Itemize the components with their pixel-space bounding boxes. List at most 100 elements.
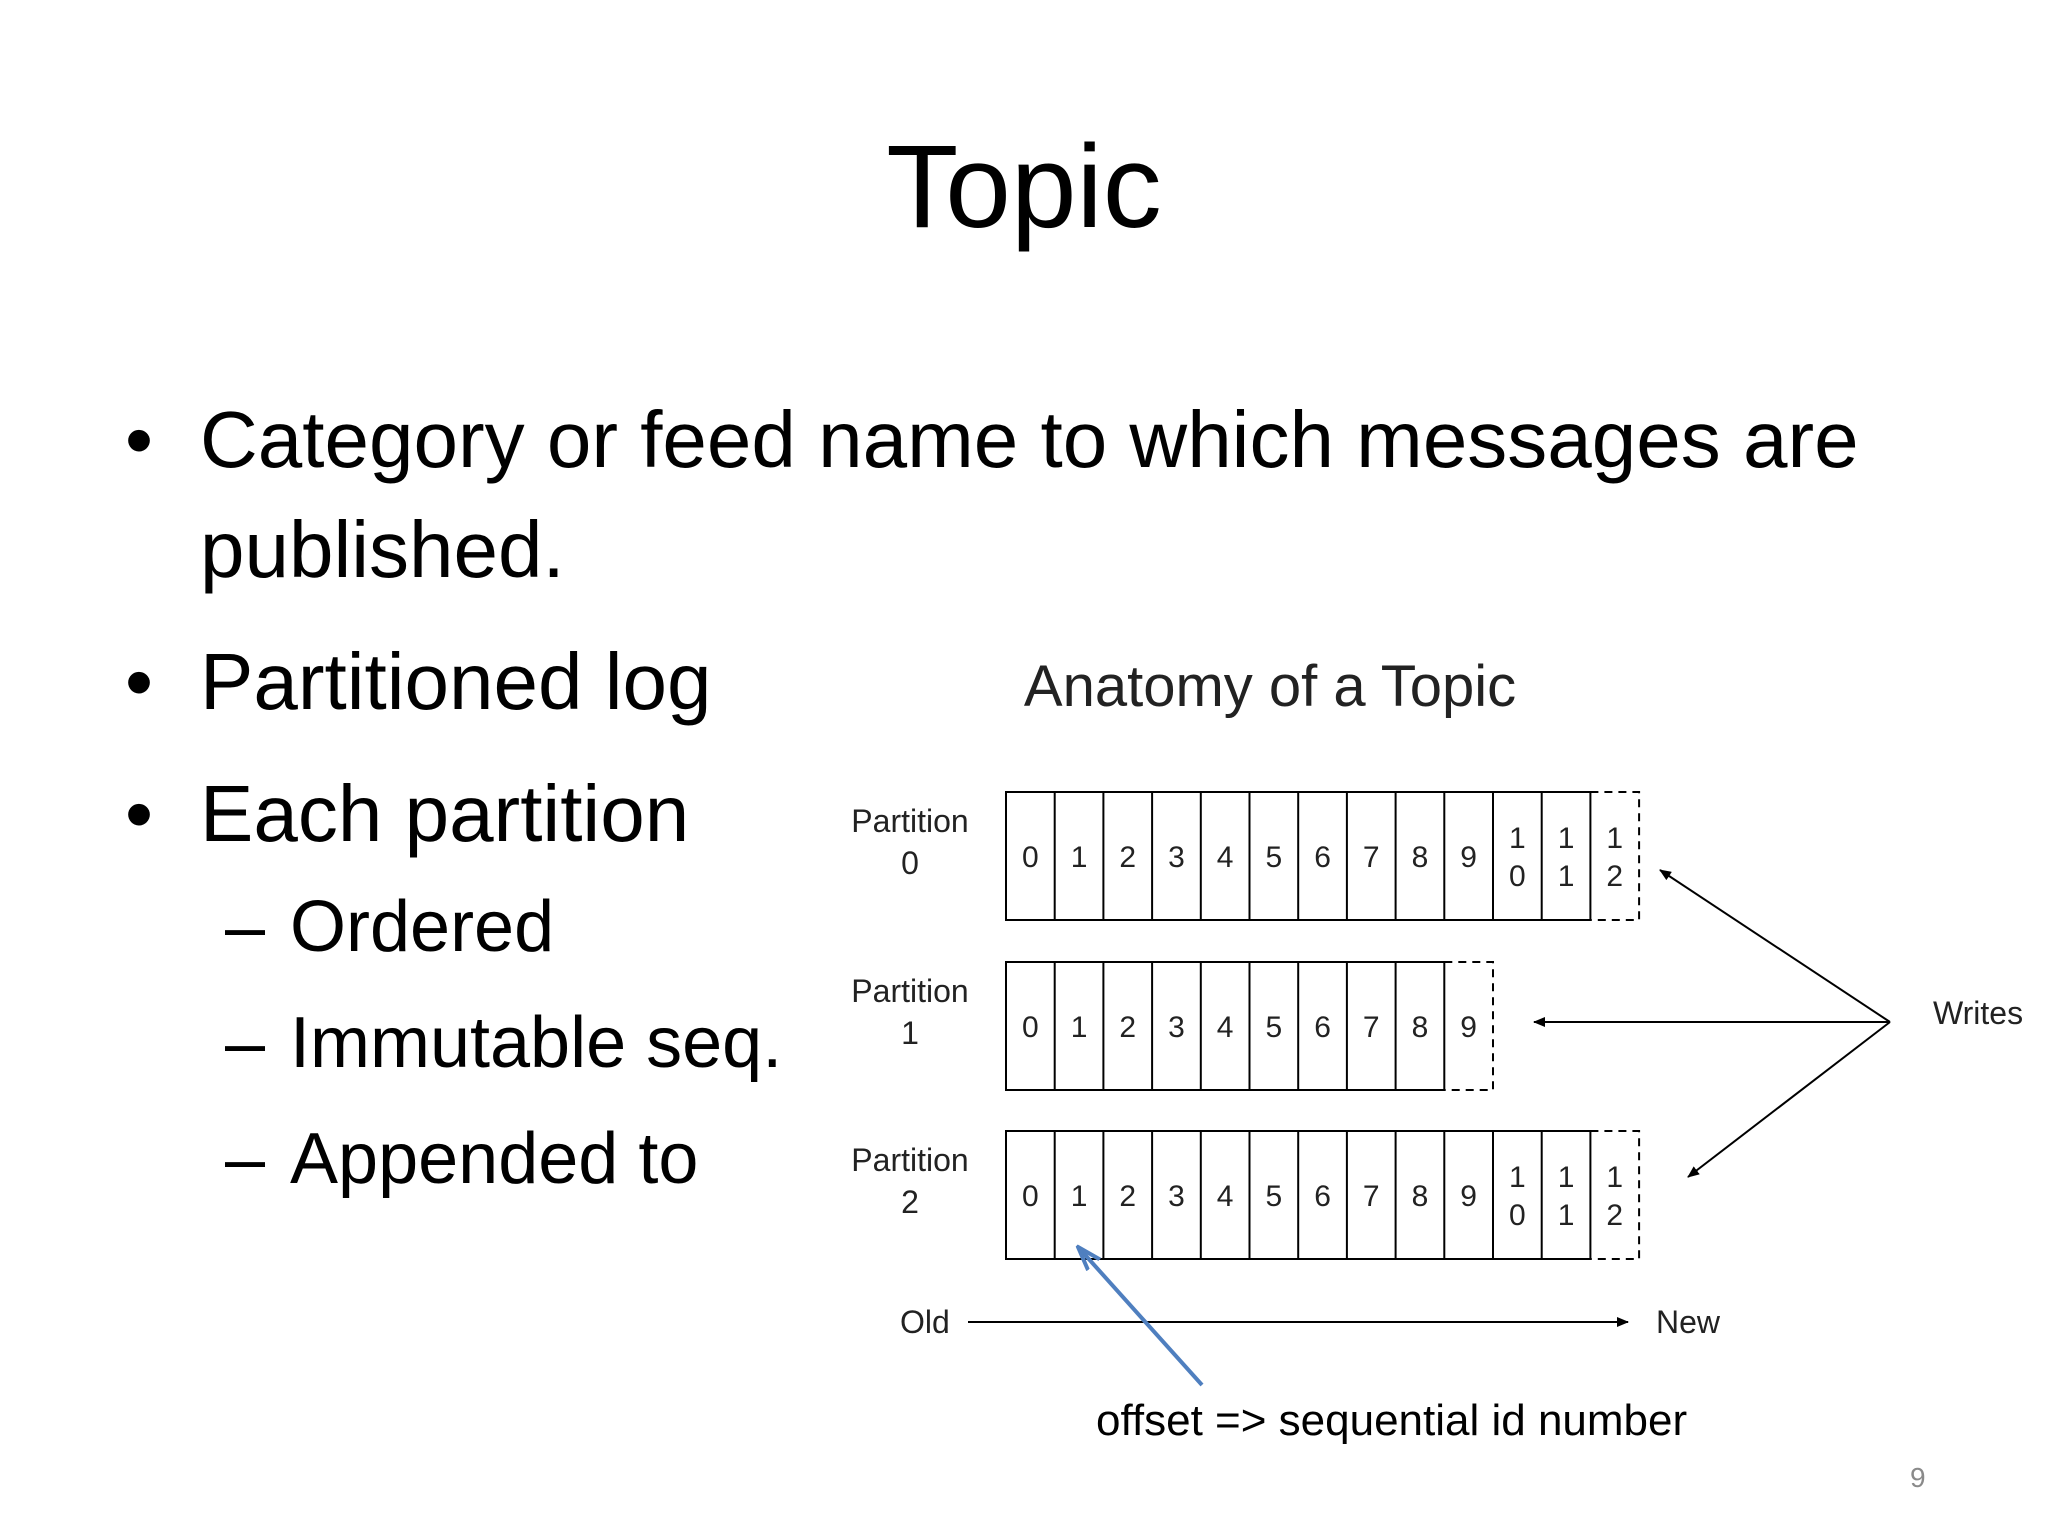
partition-number: 2: [901, 1184, 919, 1220]
offset-digit: 1: [1558, 822, 1575, 855]
sub-bullet-item: – Immutable seq.: [125, 985, 1985, 1101]
next-offset-cell: 9: [1460, 1011, 1477, 1044]
offset-digit: 1: [1606, 1161, 1623, 1194]
offset-digit: 0: [1509, 860, 1526, 893]
offset-cell: 5: [1266, 841, 1283, 874]
bullet-text: Partitioned log: [200, 637, 712, 726]
sub-bullet-dash: –: [225, 1119, 266, 1199]
bullet-item: • Each partition: [125, 759, 1985, 869]
offset-digit: 1: [1071, 1011, 1088, 1044]
sub-bullet-text: Ordered: [290, 887, 555, 967]
next-offset-slot: [1444, 961, 1494, 1091]
offset-cell: 2: [1119, 841, 1136, 874]
offset-digit: 6: [1314, 1011, 1331, 1044]
offset-cell: 1: [1071, 841, 1088, 874]
next-offset-slot: [1590, 1130, 1641, 1260]
partition-label: Partition: [851, 973, 968, 1009]
offset-digit: 8: [1412, 1011, 1429, 1044]
offset-cell: 8: [1412, 1180, 1429, 1213]
offset-cell: 7: [1363, 841, 1380, 874]
sub-bullet-text: Appended to: [290, 1119, 699, 1199]
offset-digit: 2: [1119, 841, 1136, 874]
sub-bullet-dash: –: [225, 1003, 266, 1083]
partition-number: 1: [901, 1015, 919, 1051]
bullet-item: • Category or feed name to which message…: [125, 385, 1985, 605]
offset-cell: 2: [1119, 1180, 1136, 1213]
partition-label: Partition: [851, 803, 968, 839]
offset-cell: 4: [1217, 1180, 1234, 1213]
offset-cell: 7: [1363, 1180, 1380, 1213]
offset-digit: 3: [1168, 841, 1185, 874]
offset-digit: 0: [1509, 1199, 1526, 1232]
offset-cell: 6: [1314, 1011, 1331, 1044]
sub-bullet-text: Immutable seq.: [290, 1003, 783, 1083]
offset-digit: 1: [1558, 1161, 1575, 1194]
partition-log-box: [1005, 961, 1446, 1091]
write-arrow-partition-0: [1659, 869, 1891, 1023]
offset-cell: 0: [1022, 841, 1039, 874]
offset-digit: 4: [1217, 1011, 1234, 1044]
offset-digit: 0: [1022, 841, 1039, 874]
offset-digit: 7: [1363, 1180, 1380, 1213]
bullet-text: Each partition: [200, 769, 690, 858]
offset-digit: 8: [1412, 841, 1429, 874]
bullet-dot-icon: •: [125, 637, 154, 726]
offset-cell: 11: [1558, 1161, 1575, 1232]
sub-bullet-item: – Appended to: [125, 1101, 1985, 1217]
offset-cell: 6: [1314, 841, 1331, 874]
offset-cell: 3: [1168, 841, 1185, 874]
offset-digit: 2: [1119, 1011, 1136, 1044]
offset-digit: 2: [1606, 1199, 1623, 1232]
offset-cell: 1: [1071, 1180, 1088, 1213]
offset-cell: 1: [1071, 1011, 1088, 1044]
offset-digit: 9: [1460, 841, 1477, 874]
offset-digit: 0: [1022, 1180, 1039, 1213]
offset-cell: 4: [1217, 841, 1234, 874]
diagram-title: Anatomy of a Topic: [1024, 654, 1516, 719]
offset-digit: 7: [1363, 841, 1380, 874]
offset-cell: 11: [1558, 822, 1575, 893]
bullet-item: • Partitioned log: [125, 627, 1985, 737]
write-arrow-partition-2: [1687, 1021, 1891, 1178]
partition-label: Partition: [851, 1142, 968, 1178]
offset-cell: 9: [1460, 841, 1477, 874]
offset-digit: 5: [1266, 1011, 1283, 1044]
offset-pointer-arrow: [1078, 1247, 1204, 1387]
offset-cell: 2: [1119, 1011, 1136, 1044]
next-offset-slot: [1590, 791, 1641, 921]
offset-digit: 3: [1168, 1011, 1185, 1044]
offset-digit: 1: [1558, 860, 1575, 893]
offset-cell: 3: [1168, 1011, 1185, 1044]
next-offset-cell: 12: [1606, 822, 1623, 893]
next-offset-cell: 12: [1606, 1161, 1623, 1232]
offset-cell: 5: [1266, 1011, 1283, 1044]
offset-digit: 6: [1314, 1180, 1331, 1213]
offset-caption: offset => sequential id number: [1096, 1396, 1687, 1445]
partition-number: 0: [901, 845, 919, 881]
offset-digit: 1: [1558, 1199, 1575, 1232]
bullet-dot-icon: •: [125, 395, 154, 484]
offset-digit: 9: [1460, 1011, 1477, 1044]
offset-digit: 8: [1412, 1180, 1429, 1213]
offset-digit: 0: [1022, 1011, 1039, 1044]
offset-digit: 1: [1606, 822, 1623, 855]
offset-digit: 9: [1460, 1180, 1477, 1213]
offset-digit: 7: [1363, 1011, 1380, 1044]
offset-digit: 4: [1217, 841, 1234, 874]
offset-cell: 8: [1412, 1011, 1429, 1044]
offset-cell: 10: [1509, 822, 1526, 893]
offset-digit: 3: [1168, 1180, 1185, 1213]
offset-digit: 2: [1119, 1180, 1136, 1213]
offset-digit: 6: [1314, 841, 1331, 874]
offset-cell: 5: [1266, 1180, 1283, 1213]
bullet-text: Category or feed name to which messages …: [200, 395, 1859, 594]
offset-digit: 4: [1217, 1180, 1234, 1213]
sub-bullet-item: – Ordered: [125, 869, 1985, 985]
offset-cell: 7: [1363, 1011, 1380, 1044]
offset-cell: 8: [1412, 841, 1429, 874]
